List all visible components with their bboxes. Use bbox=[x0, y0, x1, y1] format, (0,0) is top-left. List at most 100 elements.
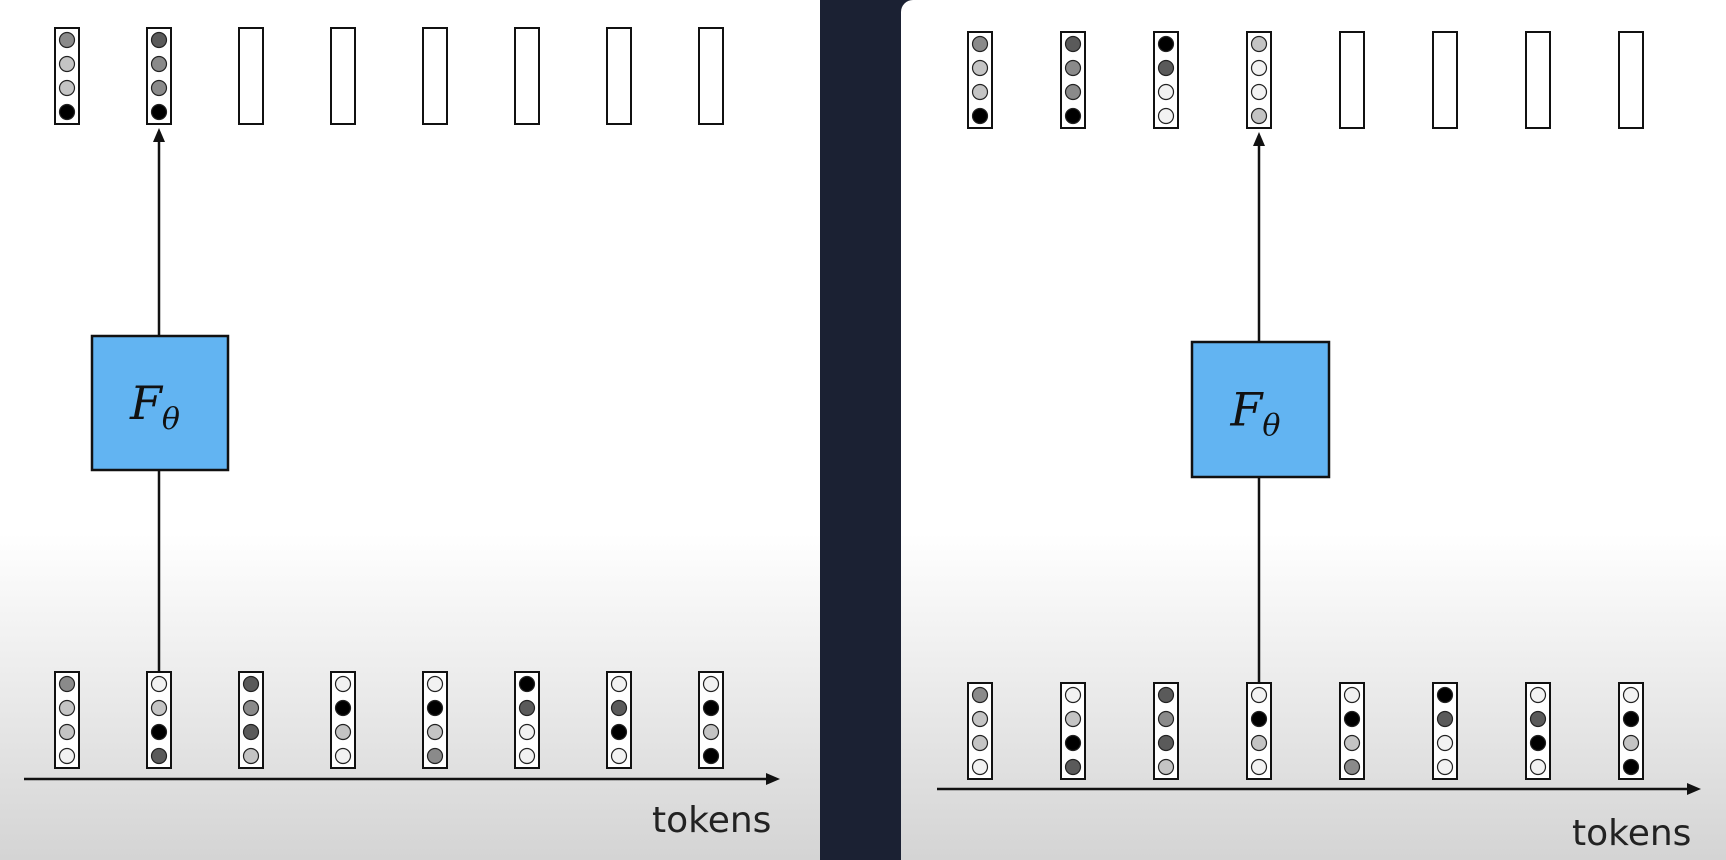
input-vector bbox=[698, 671, 724, 769]
input-vector bbox=[1339, 682, 1365, 780]
output-vector-empty bbox=[1618, 31, 1644, 129]
vector-cell bbox=[1529, 686, 1547, 704]
vector-cell bbox=[1157, 710, 1175, 728]
input-vector bbox=[1153, 682, 1179, 780]
vector-frame bbox=[1618, 31, 1644, 129]
function-label: Fθ bbox=[1230, 383, 1281, 444]
vector-cell bbox=[1622, 758, 1640, 776]
function-subscript: θ bbox=[1262, 409, 1280, 444]
token-axis-label: tokens bbox=[652, 800, 771, 841]
vector-frame bbox=[330, 27, 356, 125]
vector-cell bbox=[971, 35, 989, 53]
vector-cell bbox=[426, 675, 444, 693]
vector-cell bbox=[1064, 686, 1082, 704]
input-vector bbox=[1246, 682, 1272, 780]
vector-cell bbox=[1436, 734, 1454, 752]
vector-cell bbox=[334, 699, 352, 717]
vector-cell bbox=[1436, 758, 1454, 776]
vector-cell bbox=[1250, 59, 1268, 77]
input-vector bbox=[514, 671, 540, 769]
vector-cell bbox=[610, 723, 628, 741]
vector-cell bbox=[971, 710, 989, 728]
input-vector bbox=[238, 671, 264, 769]
function-label: Fθ bbox=[129, 376, 180, 437]
vector-cell bbox=[1343, 710, 1361, 728]
vector-cell bbox=[426, 723, 444, 741]
function-box bbox=[1190, 340, 1331, 479]
vector-cell bbox=[1157, 107, 1175, 125]
vector-cell bbox=[1343, 734, 1361, 752]
vector-frame bbox=[238, 27, 264, 125]
output-vector-empty bbox=[1525, 31, 1551, 129]
diagram-panel-right: Fθ tokens bbox=[901, 0, 1726, 860]
vector-cell bbox=[150, 103, 168, 121]
vector-cell bbox=[58, 79, 76, 97]
vector-cell bbox=[1250, 686, 1268, 704]
vector-cell bbox=[1250, 710, 1268, 728]
vector-cell bbox=[702, 723, 720, 741]
vector-cell bbox=[1343, 686, 1361, 704]
panel-divider bbox=[820, 0, 901, 860]
input-vector bbox=[146, 671, 172, 769]
vector-cell bbox=[518, 747, 536, 765]
output-vector-row bbox=[967, 31, 1644, 129]
vector-cell bbox=[1064, 83, 1082, 101]
vector-cell bbox=[1436, 686, 1454, 704]
vector-cell bbox=[58, 675, 76, 693]
vector-cell bbox=[58, 103, 76, 121]
vector-cell bbox=[58, 747, 76, 765]
input-vector bbox=[1525, 682, 1551, 780]
vector-frame bbox=[1432, 31, 1458, 129]
input-vector bbox=[422, 671, 448, 769]
output-vector bbox=[146, 27, 172, 125]
input-vector-row bbox=[967, 682, 1644, 780]
vector-cell bbox=[1064, 59, 1082, 77]
vector-cell bbox=[242, 747, 260, 765]
input-vector bbox=[1618, 682, 1644, 780]
output-vector bbox=[54, 27, 80, 125]
output-vector bbox=[967, 31, 993, 129]
input-vector bbox=[1060, 682, 1086, 780]
vector-cell bbox=[150, 723, 168, 741]
output-arrow-head bbox=[1253, 132, 1265, 146]
vector-cell bbox=[1250, 734, 1268, 752]
input-vector bbox=[1432, 682, 1458, 780]
vector-cell bbox=[518, 699, 536, 717]
vector-cell bbox=[426, 699, 444, 717]
vector-cell bbox=[1157, 35, 1175, 53]
vector-cell bbox=[242, 699, 260, 717]
vector-cell bbox=[150, 699, 168, 717]
vector-cell bbox=[1250, 758, 1268, 776]
vector-cell bbox=[1064, 107, 1082, 125]
vector-cell bbox=[1529, 710, 1547, 728]
function-subscript: θ bbox=[162, 402, 180, 437]
vector-cell bbox=[334, 675, 352, 693]
vector-cell bbox=[150, 55, 168, 73]
input-vector bbox=[54, 671, 80, 769]
vector-cell bbox=[58, 699, 76, 717]
vector-cell bbox=[971, 107, 989, 125]
output-vector bbox=[1153, 31, 1179, 129]
vector-cell bbox=[334, 747, 352, 765]
diagram-panel-left: Fθ tokens bbox=[0, 0, 820, 860]
input-vector bbox=[967, 682, 993, 780]
vector-cell bbox=[702, 675, 720, 693]
diagram-canvas-right: Fθ tokens bbox=[937, 31, 1701, 854]
vector-cell bbox=[702, 699, 720, 717]
vector-cell bbox=[1064, 758, 1082, 776]
vector-cell bbox=[702, 747, 720, 765]
vector-cell bbox=[1622, 686, 1640, 704]
vector-cell bbox=[150, 675, 168, 693]
vector-cell bbox=[1250, 35, 1268, 53]
vector-cell bbox=[1436, 710, 1454, 728]
vector-cell bbox=[334, 723, 352, 741]
vector-cell bbox=[58, 55, 76, 73]
vector-frame bbox=[1525, 31, 1551, 129]
vector-cell bbox=[1343, 758, 1361, 776]
output-vector-empty bbox=[238, 27, 264, 125]
vector-cell bbox=[971, 734, 989, 752]
vector-cell bbox=[1157, 83, 1175, 101]
token-axis-arrow-head bbox=[1687, 783, 1701, 795]
function-symbol: F bbox=[129, 376, 164, 430]
vector-cell bbox=[150, 31, 168, 49]
